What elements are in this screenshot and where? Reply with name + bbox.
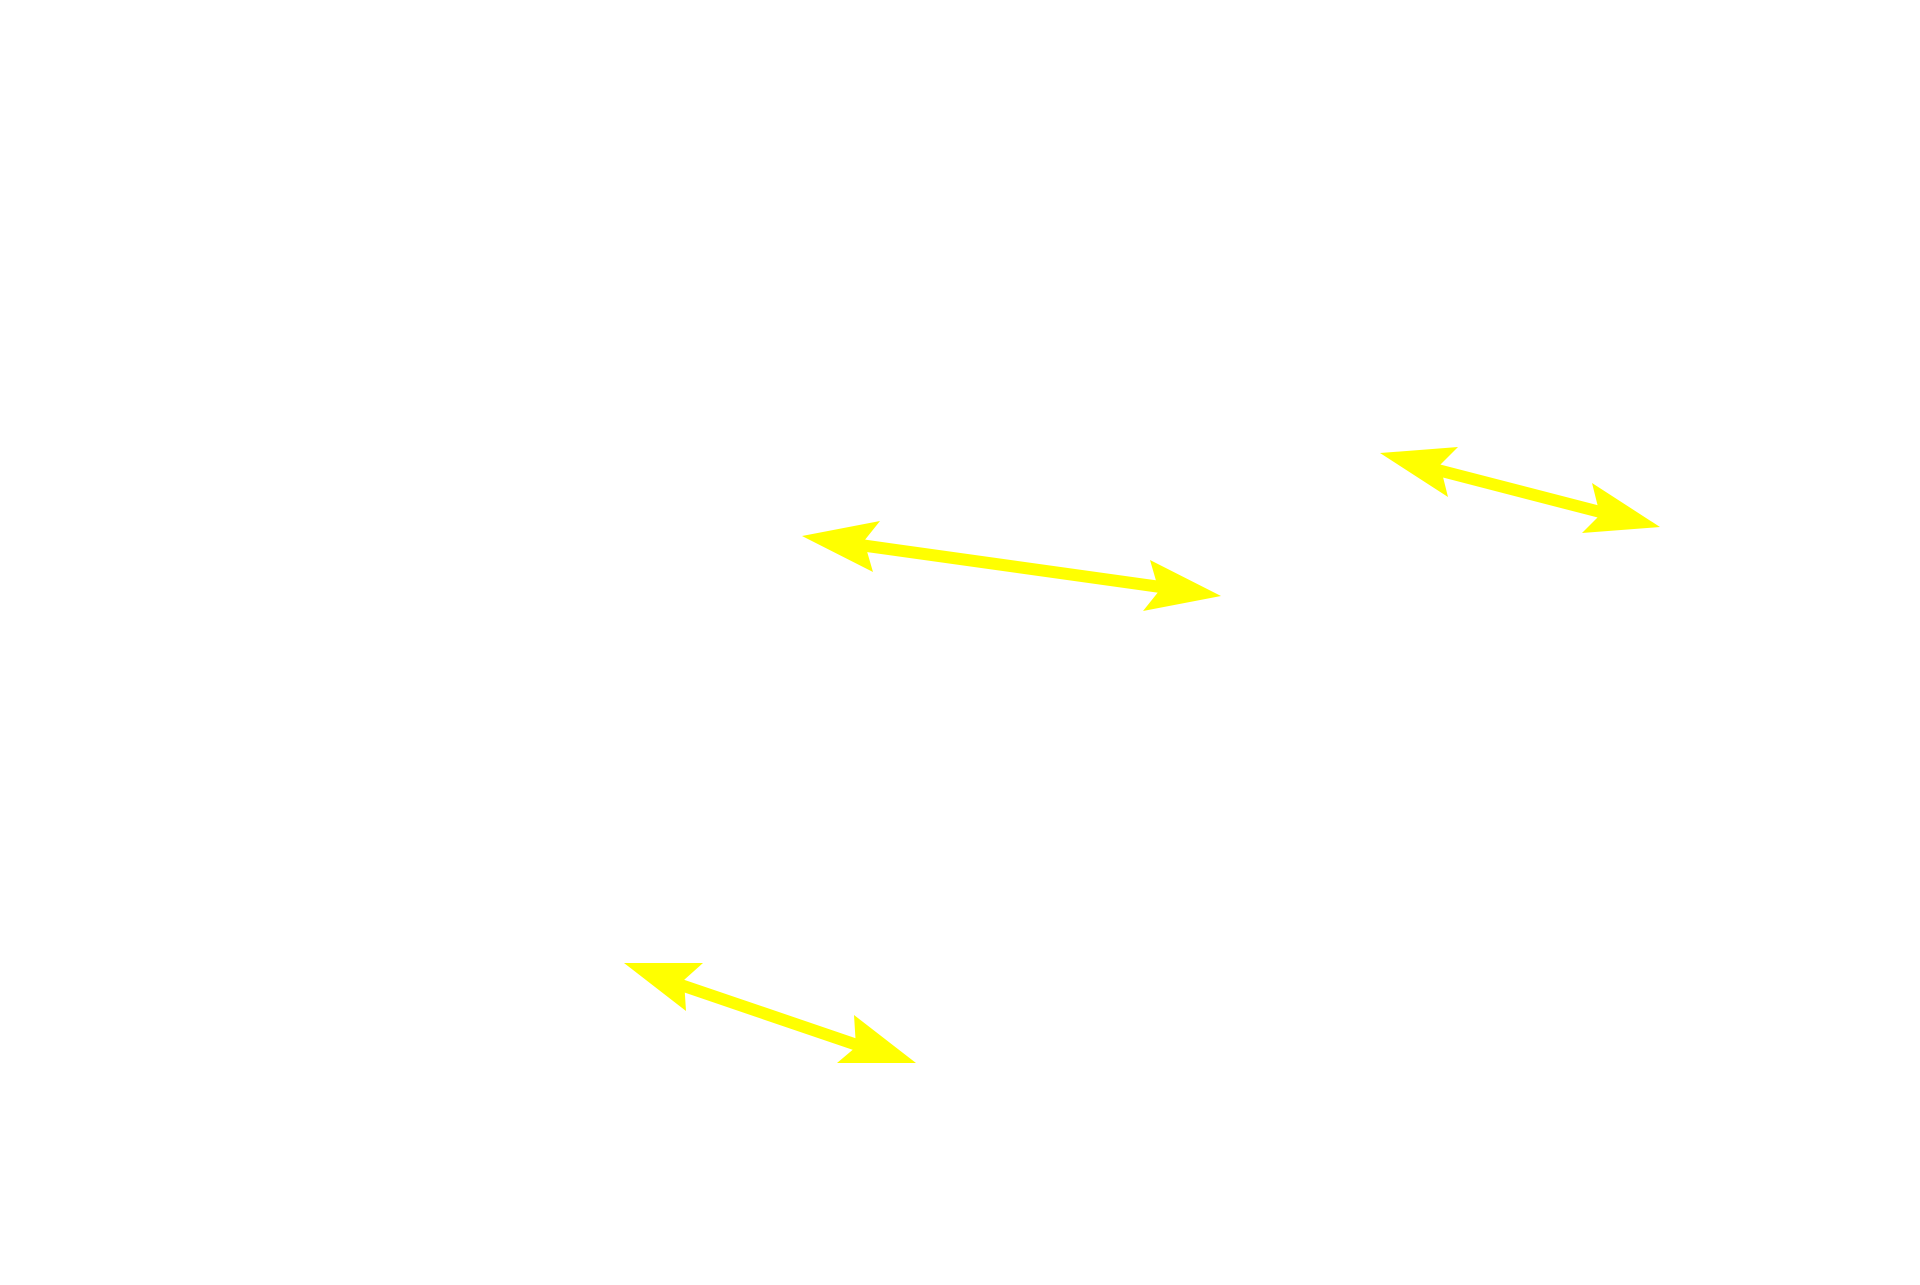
arrow-shaft xyxy=(859,539,1169,594)
double-arrow-middle xyxy=(802,521,1221,611)
double-arrow-upper-right xyxy=(1380,447,1660,533)
arrow-head-right xyxy=(837,1015,916,1063)
arrow-shaft xyxy=(676,978,862,1052)
arrow-head-right xyxy=(1582,483,1660,533)
arrow-head-left xyxy=(802,521,880,572)
arrow-head-left xyxy=(1380,447,1458,497)
double-arrow-lower-left xyxy=(624,963,916,1063)
arrow-head-left xyxy=(624,963,703,1011)
arrow-head-right xyxy=(1143,560,1221,611)
arrow-shaft xyxy=(1428,462,1610,520)
